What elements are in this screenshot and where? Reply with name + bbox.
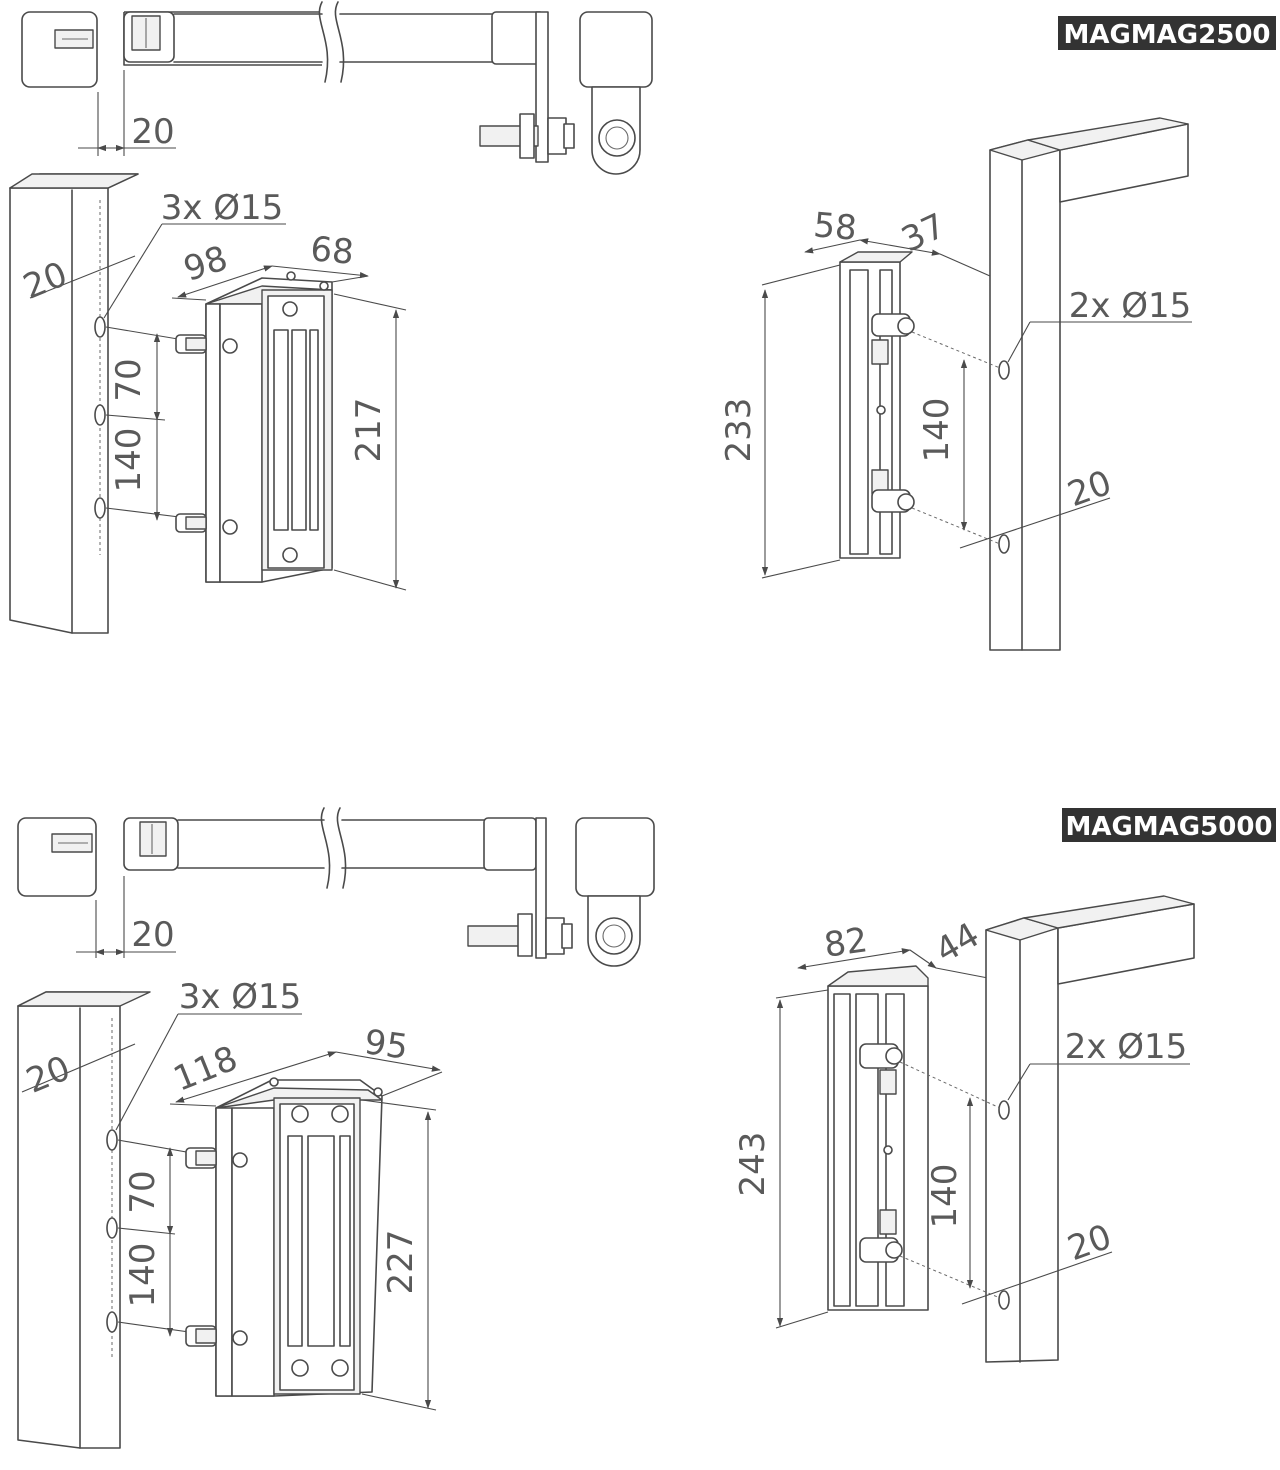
- dim-label: 243: [733, 1132, 773, 1197]
- badge-text: MAGMAG5000: [1065, 812, 1272, 842]
- model-badge: MAGMAG5000: [1062, 808, 1276, 842]
- dim-label: 95: [362, 1022, 410, 1068]
- dim-label: 20: [131, 112, 174, 152]
- dim-label: 70: [109, 358, 149, 401]
- dimension-height: 227: [361, 1099, 437, 1411]
- callout-holes-right: 2x Ø15: [1007, 286, 1192, 363]
- dim-label: 70: [123, 1170, 163, 1213]
- top-plan-view: [17, 807, 655, 967]
- dimension-armature-spacing: 140 20: [911, 331, 1117, 549]
- dim-label: 140: [123, 1243, 163, 1308]
- left-post: [17, 991, 151, 1449]
- dim-label: 217: [349, 398, 389, 463]
- dim-label: 20: [131, 915, 174, 955]
- dim-label: 68: [309, 229, 356, 273]
- dim-label: 20: [1062, 1217, 1116, 1269]
- dimension-height: 217: [333, 293, 407, 591]
- callout-holes-right: 2x Ø15: [1007, 1027, 1190, 1101]
- dim-label: 140: [917, 398, 957, 463]
- right-post: [985, 895, 1195, 1363]
- dim-label: 20: [1062, 463, 1116, 515]
- dim-label: 82: [822, 920, 870, 966]
- dimension-armature-height: 233: [719, 264, 841, 579]
- dim-label: 140: [925, 1164, 965, 1229]
- dimension-armature-height: 243: [733, 989, 829, 1329]
- model-magmag2500: MAGMAG2500: [9, 1, 1276, 651]
- dim-label: 118: [168, 1038, 243, 1099]
- dim-label: 140: [109, 428, 149, 493]
- armature-right: [827, 965, 929, 1311]
- dim-label: 2x Ø15: [1065, 1027, 1188, 1067]
- dimension-top-offset: 20: [76, 876, 176, 958]
- top-plan-view: [21, 1, 653, 175]
- dim-label: 44: [929, 915, 986, 971]
- model-magmag5000: MAGMAG5000: [17, 807, 1276, 1449]
- magnet-bracket-left: [185, 1077, 383, 1397]
- dim-label: 58: [812, 205, 859, 249]
- dim-label: 2x Ø15: [1069, 286, 1192, 326]
- magnet-bracket-left: [175, 271, 333, 583]
- dimension-hole-spacing: 70 140: [105, 326, 221, 523]
- callout-holes-left: 3x Ø15: [115, 977, 302, 1131]
- dim-label: 227: [381, 1230, 421, 1295]
- dimension-depth-width: 98 68: [171, 229, 369, 301]
- dimension-hole-spacing: 70 140: [117, 1139, 233, 1339]
- armature-right: [839, 251, 915, 559]
- badge-text: MAGMAG2500: [1063, 20, 1270, 50]
- dim-label: 3x Ø15: [161, 188, 284, 228]
- dim-label: 3x Ø15: [179, 977, 302, 1017]
- model-badge: MAGMAG2500: [1058, 16, 1276, 50]
- dim-label: 233: [719, 398, 759, 463]
- left-post: [9, 173, 139, 634]
- callout-holes-left: 3x Ø15: [103, 188, 286, 319]
- right-post: [989, 117, 1189, 651]
- dimension-top-offset: 20: [78, 70, 176, 156]
